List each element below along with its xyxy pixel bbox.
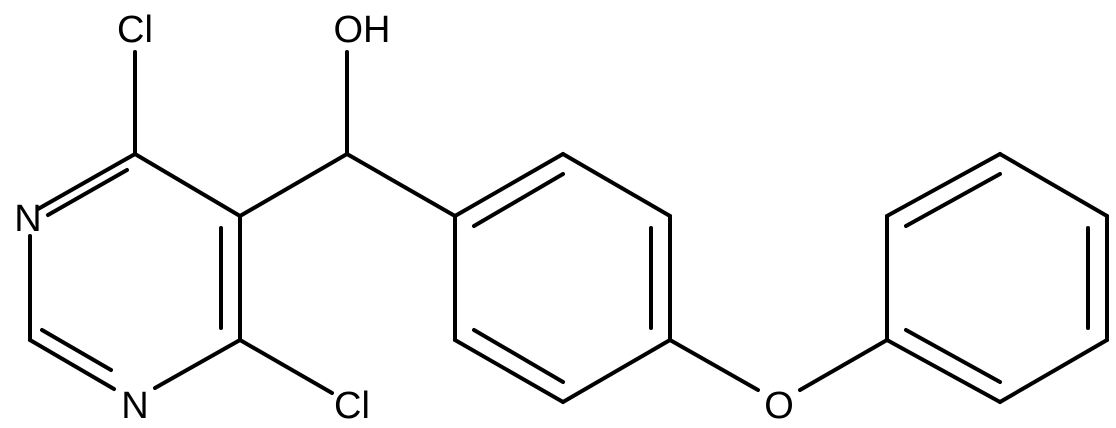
- bond-c5-cmethine: [238, 152, 349, 218]
- phenyl-ring: [885, 152, 1109, 404]
- atom-label-n3: N: [14, 198, 41, 240]
- bond-cmethine-aryl: [345, 152, 457, 218]
- bond-q3-q4: [998, 152, 1109, 218]
- atom-label-cl-bottom: Cl: [334, 385, 370, 427]
- atom-label-hydroxyl: OH: [334, 9, 391, 51]
- bond-c6-cl: [238, 338, 334, 395]
- pyrimidine-ring: [28, 50, 334, 395]
- ether-bonds: [668, 338, 889, 392]
- bond-q5-q6: [998, 338, 1109, 404]
- bond-q2-q3-inner: [904, 172, 1002, 228]
- bond-n1-c6: [153, 338, 242, 390]
- bond-p5-p6-inner: [472, 328, 565, 384]
- bond-p5-p6: [453, 338, 565, 404]
- bond-c2-n1-inner: [40, 328, 113, 372]
- atom-label-n1: N: [121, 385, 148, 427]
- bond-p4-o: [668, 338, 760, 392]
- bond-p2-p3: [561, 152, 672, 218]
- bond-c5-c4: [133, 152, 242, 218]
- phenylene-ring: [453, 152, 672, 404]
- bond-c2-n1: [28, 338, 116, 391]
- atom-label-ether-o: O: [764, 385, 794, 427]
- bond-q2-q3: [885, 152, 1002, 218]
- atom-label-cl-top: Cl: [117, 9, 153, 51]
- bond-c4-n3: [36, 152, 137, 211]
- carbinol-bonds: [238, 50, 457, 218]
- bond-p1-p2-inner: [472, 172, 565, 228]
- bond-p4-p5: [561, 338, 672, 404]
- bond-c4-n3-inner: [46, 168, 129, 217]
- bond-q6-q1-inner: [904, 328, 1002, 384]
- bond-q6-q1: [885, 338, 1002, 404]
- bond-o-ph: [798, 338, 889, 392]
- bond-p1-p2: [453, 152, 565, 218]
